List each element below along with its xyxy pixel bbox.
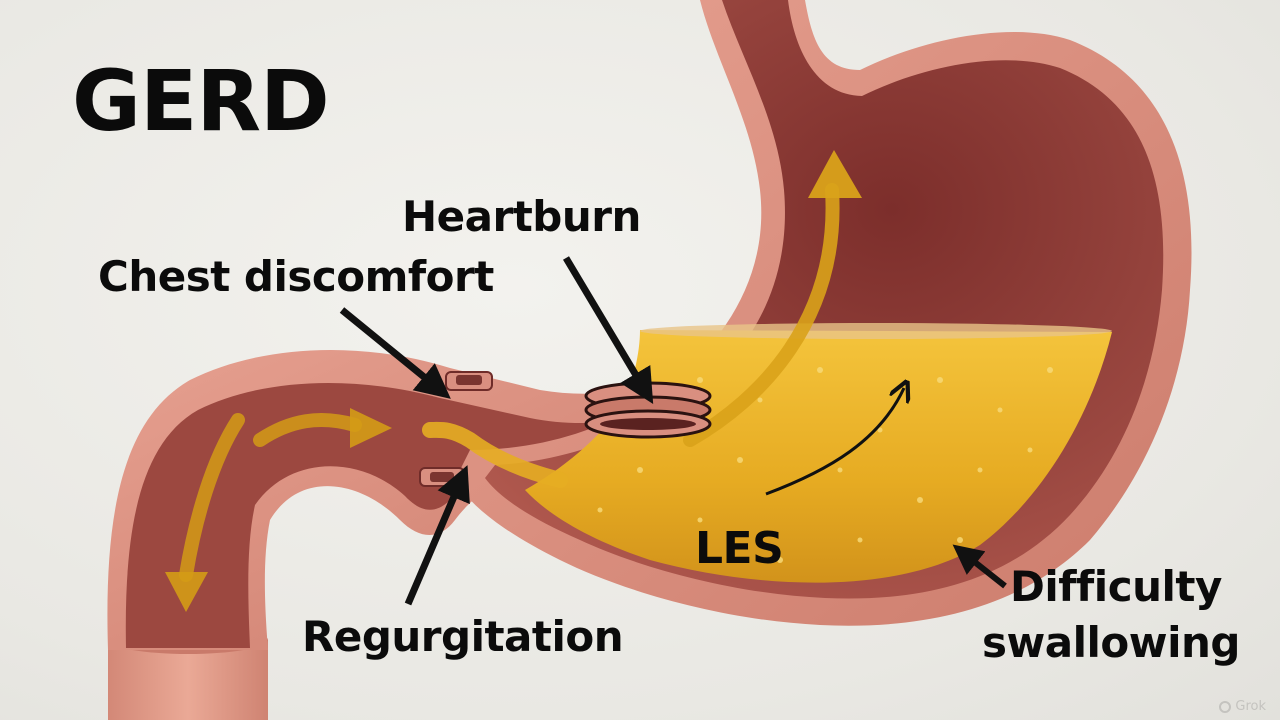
- watermark-text: Grok: [1235, 699, 1266, 714]
- pointer-difficulty-swallowing: [952, 544, 1007, 589]
- label-les: LES: [695, 523, 784, 574]
- reflux-up-arrow: [683, 150, 862, 447]
- tube-flow-arrow-down: [165, 413, 245, 612]
- pointer-heartburn: [562, 256, 654, 405]
- grok-logo-icon: [1219, 700, 1232, 713]
- pointer-les-curve: [765, 388, 904, 496]
- sphincter-notch-upper: [445, 371, 493, 391]
- les-sphincter-rings: [584, 381, 712, 439]
- label-chest-discomfort: Chest discomfort: [98, 252, 494, 301]
- tube-flow-arrow-right: [253, 408, 392, 448]
- pointer-regurgitation: [404, 465, 470, 606]
- label-swallowing: swallowing: [982, 618, 1240, 667]
- label-difficulty: Difficulty: [1010, 562, 1222, 611]
- label-regurgitation: Regurgitation: [302, 612, 624, 661]
- pointer-chest-discomfort: [339, 307, 451, 399]
- label-heartburn: Heartburn: [402, 192, 641, 241]
- diagram-title: GERD: [72, 52, 330, 150]
- reflux-stream: [422, 421, 568, 488]
- watermark: Grok: [1219, 699, 1266, 714]
- acid-bubbles: [597, 367, 1053, 563]
